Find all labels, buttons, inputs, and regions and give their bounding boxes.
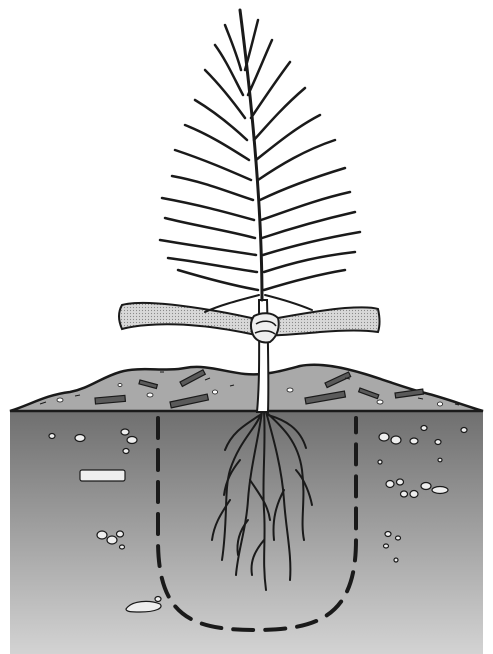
soil-cross-section [10,411,483,654]
ribbon-knot [251,313,279,342]
ribbon-right [266,307,380,336]
seedling-needles [160,10,360,312]
flat-stone [80,470,125,481]
dirt-mound [10,365,483,411]
ribbon-left [119,303,262,336]
tree-tag-ribbon [119,303,380,343]
soil [10,411,483,654]
mound-outline [10,365,483,411]
